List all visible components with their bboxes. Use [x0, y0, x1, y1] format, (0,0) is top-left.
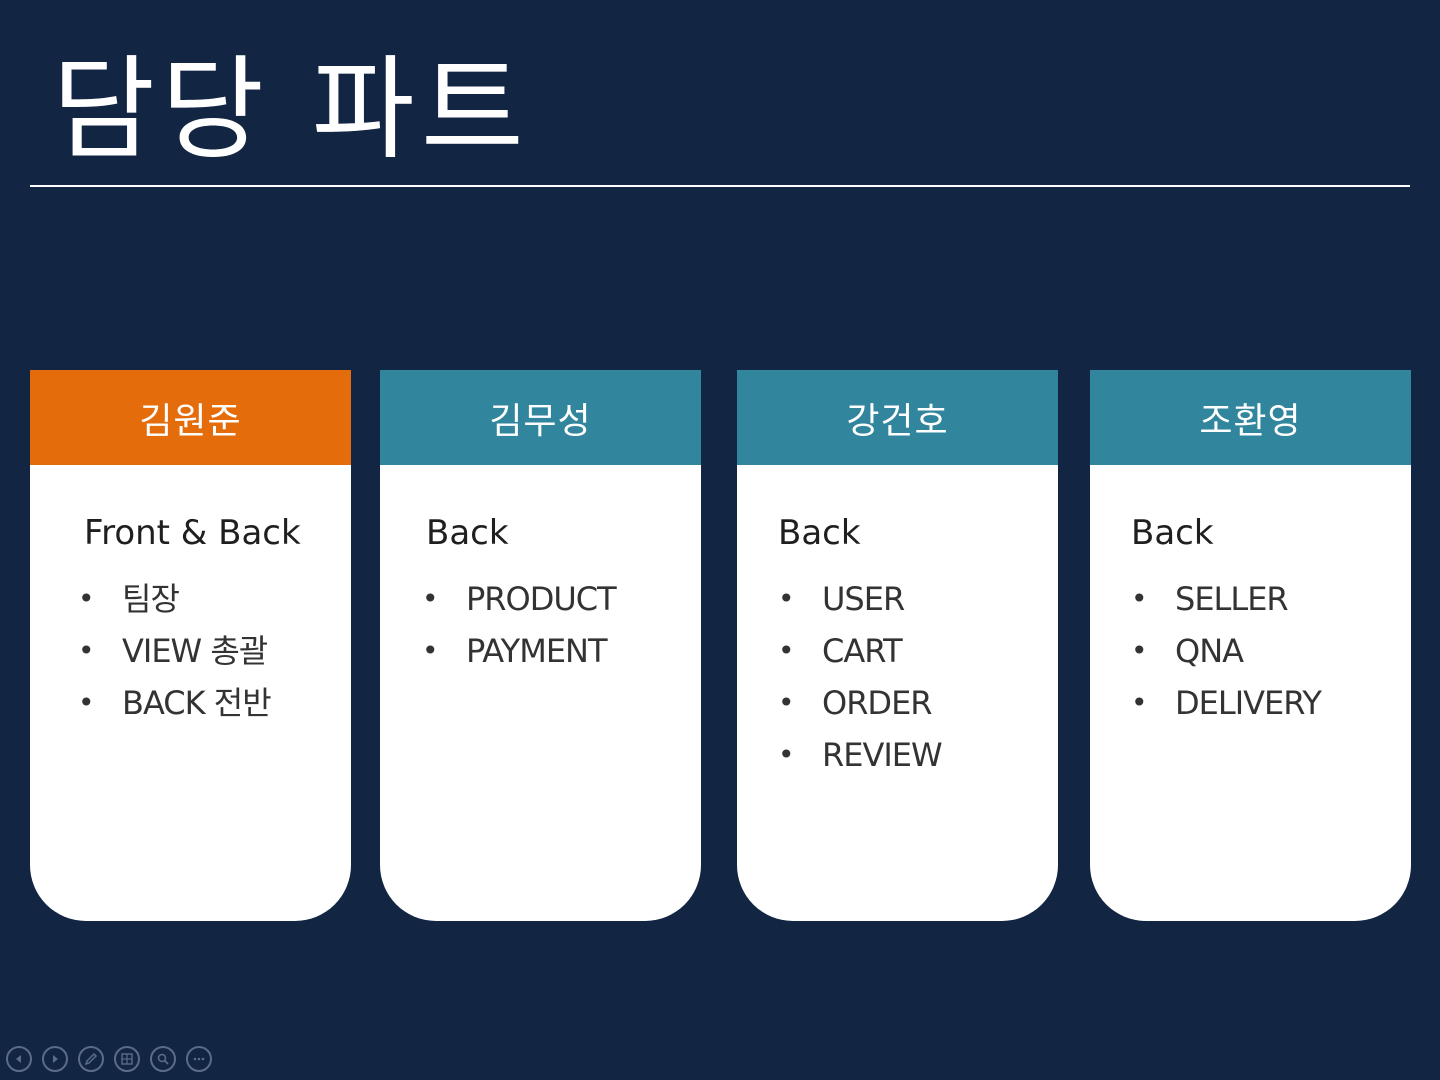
- next-icon[interactable]: [42, 1046, 68, 1072]
- title-divider: [30, 185, 1410, 187]
- bullet-icon: •: [422, 582, 438, 615]
- bullet-icon: •: [422, 634, 438, 667]
- member-name: 강건호: [737, 370, 1058, 465]
- list-item: •PRODUCT: [422, 575, 617, 627]
- member-role: Front & Back: [84, 513, 301, 553]
- pen-icon[interactable]: [78, 1046, 104, 1072]
- member-name: 김원준: [30, 370, 351, 465]
- member-role: Back: [1131, 513, 1214, 553]
- list-item: •팀장: [78, 575, 271, 627]
- member-name: 김무성: [380, 370, 701, 465]
- responsibility-list: •PRODUCT •PAYMENT: [422, 575, 617, 679]
- member-role: Back: [778, 513, 861, 553]
- list-item: •CART: [778, 627, 942, 679]
- responsibility-list: •USER •CART •ORDER •REVIEW: [778, 575, 943, 783]
- member-card-4: 조환영 Back •SELLER •QNA •DELIVERY: [1090, 370, 1411, 921]
- list-item: •REVIEW: [778, 731, 943, 783]
- list-item: •BACK 전반: [78, 679, 272, 731]
- bullet-icon: •: [778, 738, 794, 771]
- bullet-icon: •: [78, 582, 94, 615]
- member-card-3: 강건호 Back •USER •CART •ORDER •REVIEW: [737, 370, 1058, 921]
- bullet-icon: •: [1131, 686, 1147, 719]
- slide-title: 담당 파트: [52, 45, 530, 175]
- bullet-icon: •: [778, 634, 794, 667]
- list-item: •USER: [778, 575, 942, 627]
- bullet-icon: •: [1131, 634, 1147, 667]
- list-item: •ORDER: [778, 679, 942, 731]
- bullet-icon: •: [78, 686, 94, 719]
- bullet-icon: •: [1131, 582, 1147, 615]
- list-item: •QNA: [1131, 627, 1321, 679]
- list-item: •DELIVERY: [1131, 679, 1322, 731]
- responsibility-list: •팀장 •VIEW 총괄 •BACK 전반: [78, 575, 272, 731]
- slideshow-controls: [6, 1046, 212, 1072]
- bullet-icon: •: [778, 582, 794, 615]
- slides-grid-icon[interactable]: [114, 1046, 140, 1072]
- member-card-1: 김원준 Front & Back •팀장 •VIEW 총괄 •BACK 전반: [30, 370, 351, 921]
- member-role: Back: [426, 513, 509, 553]
- list-item: •PAYMENT: [422, 627, 616, 679]
- previous-icon[interactable]: [6, 1046, 32, 1072]
- bullet-icon: •: [78, 634, 94, 667]
- zoom-icon[interactable]: [150, 1046, 176, 1072]
- member-name: 조환영: [1090, 370, 1411, 465]
- member-card-2: 김무성 Back •PRODUCT •PAYMENT: [380, 370, 701, 921]
- bullet-icon: •: [778, 686, 794, 719]
- responsibility-list: •SELLER •QNA •DELIVERY: [1131, 575, 1322, 731]
- more-icon[interactable]: [186, 1046, 212, 1072]
- list-item: •VIEW 총괄: [78, 627, 271, 679]
- list-item: •SELLER: [1131, 575, 1321, 627]
